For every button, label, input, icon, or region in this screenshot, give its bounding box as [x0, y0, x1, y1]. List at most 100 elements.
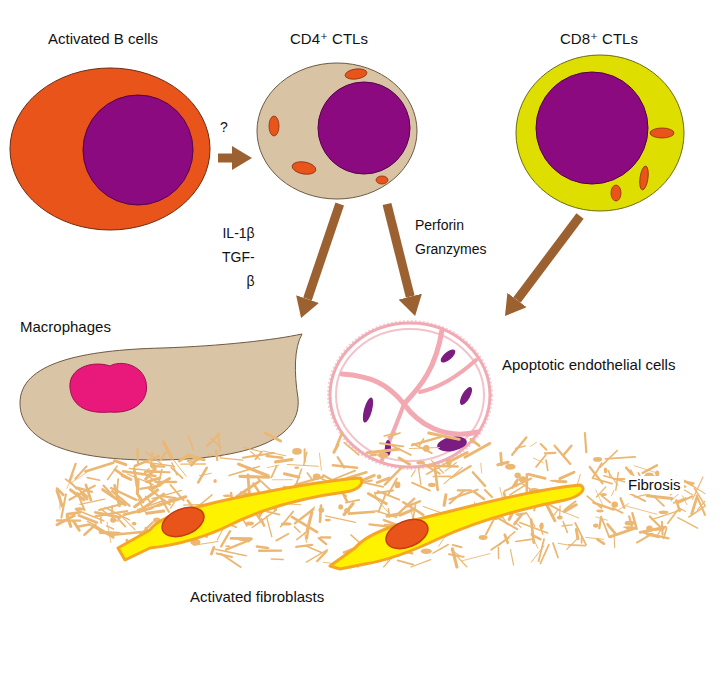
collagen-fiber	[610, 528, 635, 537]
cell-outline	[12, 318, 307, 463]
collagen-fiber	[602, 496, 611, 503]
collagen-fiber	[411, 560, 431, 567]
collagen-fiber	[526, 474, 529, 491]
collagen-fiber	[208, 454, 221, 456]
collagen-clump	[557, 516, 563, 520]
cell-nucleus	[83, 95, 193, 205]
collagen-fiber	[505, 479, 531, 491]
collagen-fiber	[161, 496, 176, 498]
apoptotic-body	[361, 396, 375, 423]
collagen-fiber	[143, 494, 164, 508]
cell-nucleus	[536, 72, 648, 184]
collagen-fiber	[451, 550, 467, 567]
cell-label: Apoptotic endothelial cells	[502, 356, 675, 374]
collagen-fiber	[598, 539, 604, 543]
fibroblast-nucleus	[158, 502, 209, 543]
collagen-fiber	[527, 513, 535, 526]
collagen-fiber	[596, 517, 607, 520]
collagen-fiber	[217, 553, 232, 557]
collagen-fiber	[220, 458, 243, 460]
collagen-fiber	[108, 466, 118, 479]
collagen-fiber	[349, 512, 374, 514]
collagen-fiber	[585, 433, 586, 452]
fibroblast-nucleus	[382, 514, 433, 555]
collagen-fiber	[471, 439, 479, 445]
collagen-fiber	[146, 469, 156, 479]
cell-label: Fibrosis	[625, 476, 684, 494]
collagen-fiber	[647, 496, 672, 499]
collagen-fiber	[267, 456, 283, 458]
collagen-fiber	[560, 472, 574, 478]
granule	[376, 176, 388, 184]
collagen-fiber	[171, 485, 184, 500]
collagen-clump	[593, 457, 602, 462]
collagen-fiber	[344, 504, 353, 515]
collagen-fiber	[319, 538, 326, 544]
collagen-fiber	[333, 465, 357, 467]
collagen-fiber	[444, 495, 446, 505]
collagen-fiber	[288, 465, 319, 467]
collagen-fiber	[255, 452, 262, 460]
cell-wall	[330, 323, 490, 467]
collagen-fiber	[412, 437, 441, 445]
collagen-fiber	[226, 540, 251, 550]
collagen-fiber	[516, 539, 533, 541]
collagen-fiber	[602, 519, 609, 537]
collagen-clump	[116, 533, 125, 535]
fibroblast-body	[330, 485, 583, 569]
granule	[269, 116, 279, 136]
collagen-fiber	[321, 536, 330, 538]
cell-halo	[328, 321, 492, 469]
collagen-clump	[428, 483, 436, 487]
collagen-fiber	[257, 547, 268, 549]
activation-arrow	[218, 153, 232, 162]
collagen-fiber	[221, 531, 230, 546]
collagen-clump	[369, 454, 377, 457]
collagen-fiber	[473, 472, 485, 486]
collagen-fiber	[172, 463, 177, 475]
collagen-fiber	[541, 444, 547, 450]
edge-label: IL-1β TGF-β	[222, 222, 255, 293]
collagen-fiber	[450, 491, 464, 504]
collagen-clump	[281, 522, 292, 525]
collagen-fiber	[485, 490, 492, 497]
collagen-fiber	[72, 472, 87, 482]
collagen-fiber	[668, 510, 678, 523]
cell-septum	[342, 374, 478, 434]
collagen-fiber	[306, 550, 328, 563]
collagen-fiber	[555, 446, 571, 464]
collagen-fiber	[553, 543, 558, 557]
collagen-fiber	[635, 495, 646, 498]
collagen-fiber	[433, 476, 450, 478]
collagen-clump	[421, 548, 432, 554]
collagen-fiber	[69, 486, 94, 500]
collagen-clump	[213, 479, 216, 483]
collagen-fiber	[306, 546, 323, 553]
collagen-fiber	[103, 486, 112, 495]
cytokine-arrow	[308, 204, 340, 299]
collagen-clump	[659, 511, 669, 515]
collagen-fiber	[499, 532, 515, 545]
collagen-fiber	[632, 513, 636, 529]
collagen-fiber	[612, 490, 614, 496]
collagen-fiber	[474, 492, 484, 499]
collagen-fiber	[171, 502, 175, 508]
collagen-fiber	[118, 519, 125, 527]
collagen-fiber	[307, 473, 312, 481]
collagen-fiber	[423, 507, 442, 513]
collagen-fiber	[70, 464, 76, 480]
collagen-clump	[593, 524, 598, 528]
collagen-fiber	[565, 502, 575, 510]
collagen-fiber	[510, 550, 513, 566]
collagen-clump	[395, 482, 401, 489]
collagen-fiber	[399, 458, 409, 464]
collagen-fiber	[267, 512, 279, 515]
collagen-fiber	[134, 469, 137, 487]
granule	[650, 128, 674, 138]
collagen-fiber	[346, 500, 359, 503]
collagen-fiber	[160, 497, 169, 512]
collagen-fiber	[380, 443, 403, 446]
collagen-fiber	[536, 455, 546, 467]
cell-outline	[8, 28, 218, 233]
